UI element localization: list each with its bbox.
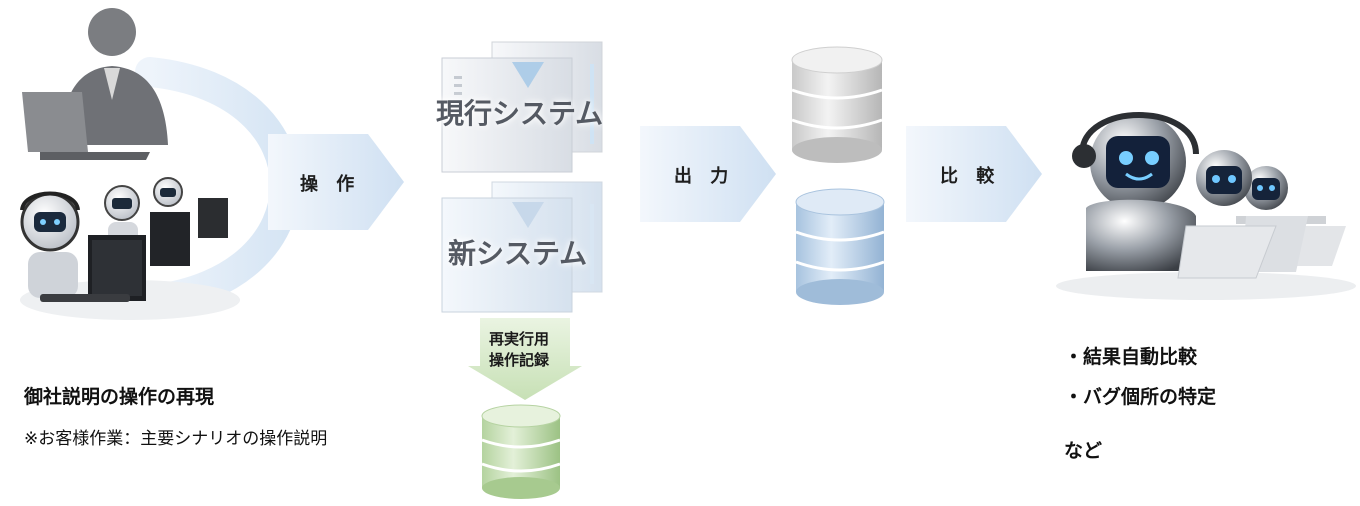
replay-arrow — [468, 318, 582, 400]
robot-operator-icon — [20, 177, 240, 320]
replay-label-line1: 再実行用 — [489, 330, 550, 348]
operators-illustration — [20, 8, 300, 320]
new-system-server-icon — [441, 181, 603, 313]
comparison-robots-illustration — [1056, 112, 1356, 300]
operation-record-database-icon — [481, 404, 561, 499]
current-system-server-icon — [441, 41, 603, 173]
person-icon — [22, 8, 168, 160]
reproduction-caption-note: ※お客様作業：主要シナリオの操作説明 — [24, 429, 328, 449]
operate-arrow — [268, 134, 404, 230]
replay-label-line2: 操作記録 — [489, 351, 550, 369]
compare-label: 比 較 — [940, 166, 1001, 187]
current-system-label: 現行システム — [436, 97, 604, 130]
result-etc: など — [1064, 440, 1103, 462]
output-label: 出 力 — [674, 166, 735, 187]
new-system-label: 新システム — [448, 237, 588, 270]
operate-label: 操 作 — [300, 174, 361, 195]
compare-arrow — [906, 126, 1042, 222]
new-output-database-icon — [795, 188, 885, 305]
output-arrow — [640, 126, 776, 222]
current-output-database-icon — [791, 46, 883, 163]
reproduction-caption-title: 御社説明の操作の再現 — [24, 386, 215, 408]
result-item-auto-compare: ・結果自動比較 — [1064, 346, 1198, 368]
result-item-bug-location: ・バグ個所の特定 — [1064, 386, 1217, 408]
